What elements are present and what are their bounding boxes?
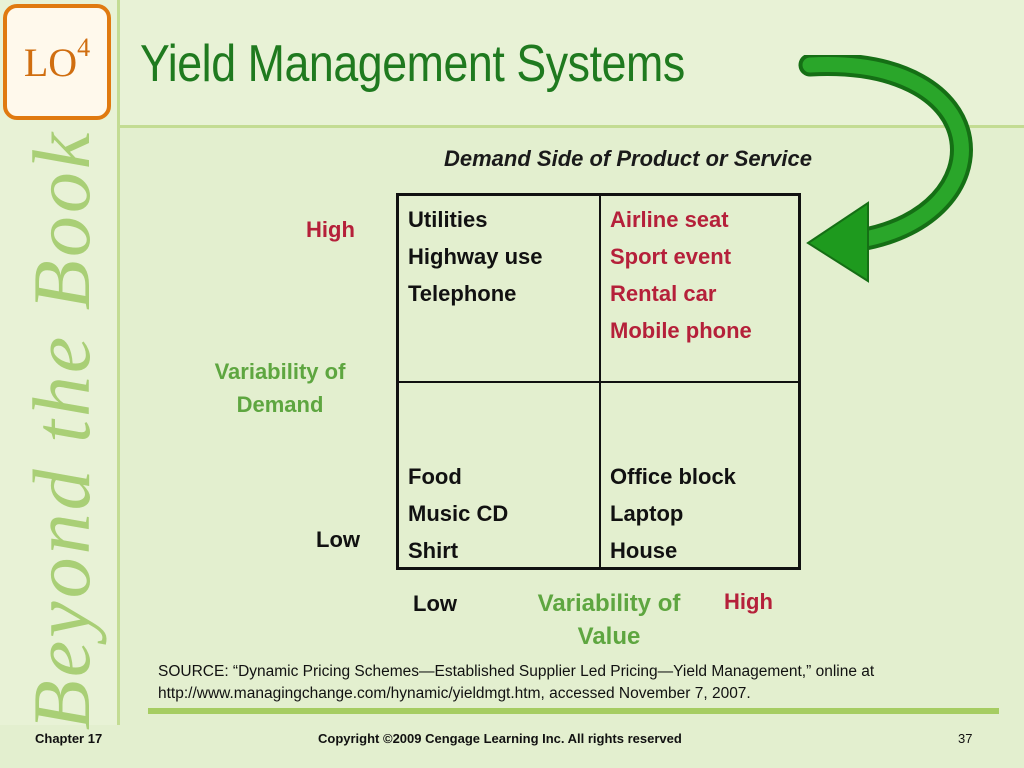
y-axis-title: Variability of Demand bbox=[214, 359, 346, 417]
slide-title: Yield Management Systems bbox=[140, 35, 685, 93]
header-divider bbox=[120, 125, 1024, 128]
cell-item: Airline seat bbox=[610, 207, 729, 232]
x-axis-high-label: High bbox=[724, 589, 773, 614]
y-axis-high-label: High bbox=[306, 217, 355, 242]
cell-item: Utilities bbox=[408, 207, 488, 232]
matrix-horizontal-divider bbox=[399, 381, 798, 383]
demand-value-matrix: Utilities Highway use Telephone Airline … bbox=[396, 193, 801, 570]
cell-item: Food bbox=[408, 464, 462, 489]
matrix-cell-high-demand-low-value: Utilities Highway use Telephone bbox=[408, 201, 542, 312]
matrix-subtitle: Demand Side of Product or Service bbox=[444, 146, 812, 171]
y-axis-low-label: Low bbox=[316, 527, 360, 552]
footer-divider bbox=[148, 708, 999, 714]
side-banner: Beyond the Book bbox=[16, 129, 107, 731]
matrix-cell-low-demand-low-value: Food Music CD Shirt bbox=[408, 458, 508, 569]
x-axis-title: Variability of Value bbox=[537, 590, 681, 650]
cell-item: Music CD bbox=[408, 501, 509, 526]
footer-chapter: Chapter 17 bbox=[35, 731, 103, 746]
matrix-cell-high-demand-high-value: Airline seat Sport event Rental car Mobi… bbox=[610, 201, 752, 349]
cell-item: Laptop bbox=[610, 501, 684, 526]
badge-number: 4 bbox=[77, 33, 91, 62]
matrix-cell-low-demand-high-value: Office block Laptop House bbox=[610, 458, 736, 569]
footer-copyright: Copyright ©2009 Cengage Learning Inc. Al… bbox=[318, 731, 682, 746]
cell-item: House bbox=[610, 538, 678, 563]
source-note: SOURCE: “Dynamic Pricing Schemes—Establi… bbox=[158, 663, 875, 702]
cell-item: Mobile phone bbox=[610, 318, 752, 343]
cell-item: Highway use bbox=[408, 244, 543, 269]
cell-item: Sport event bbox=[610, 244, 732, 269]
cell-item: Office block bbox=[610, 464, 736, 489]
cell-item: Shirt bbox=[408, 538, 459, 563]
footer-page-number: 37 bbox=[958, 731, 973, 746]
badge-text: LO bbox=[23, 39, 78, 85]
curved-arrow-icon bbox=[798, 55, 973, 283]
cell-item: Rental car bbox=[610, 281, 717, 306]
x-axis-low-label: Low bbox=[413, 591, 457, 616]
sidebar bbox=[0, 0, 120, 725]
cell-item: Telephone bbox=[408, 281, 517, 306]
